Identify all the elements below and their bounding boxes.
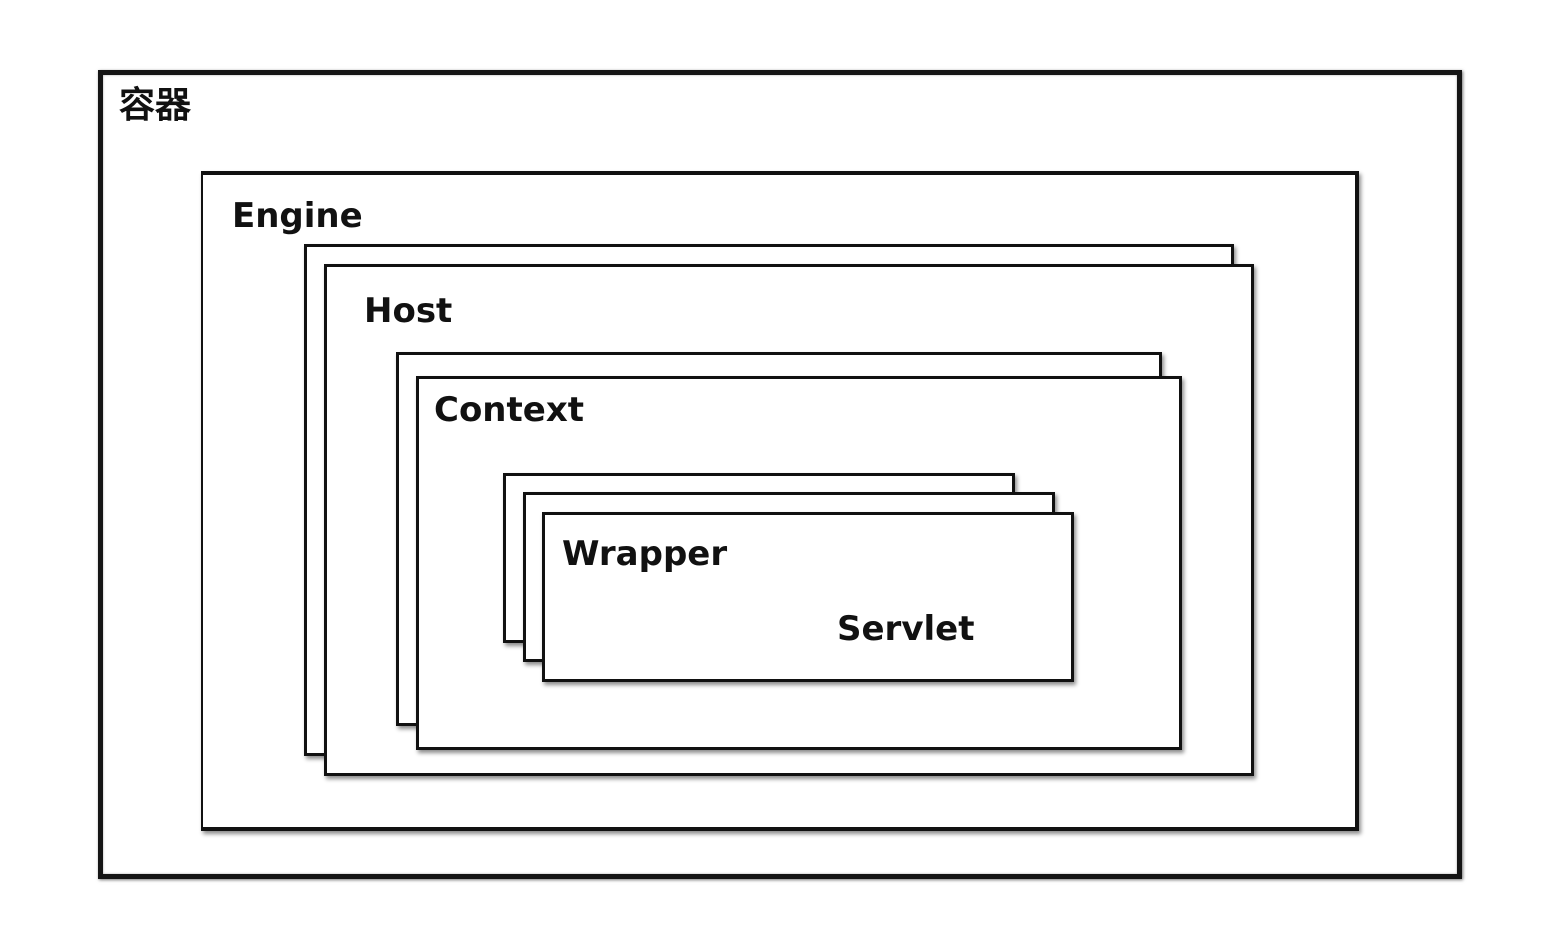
context-label: Context xyxy=(434,390,585,430)
engine-label: Engine xyxy=(232,196,363,236)
wrapper-box: Wrapper Servlet xyxy=(542,512,1074,682)
wrapper-label: Wrapper xyxy=(562,534,728,574)
container-label: 容器 xyxy=(119,85,192,126)
host-label: Host xyxy=(364,291,453,331)
servlet-label: Servlet xyxy=(837,609,975,649)
